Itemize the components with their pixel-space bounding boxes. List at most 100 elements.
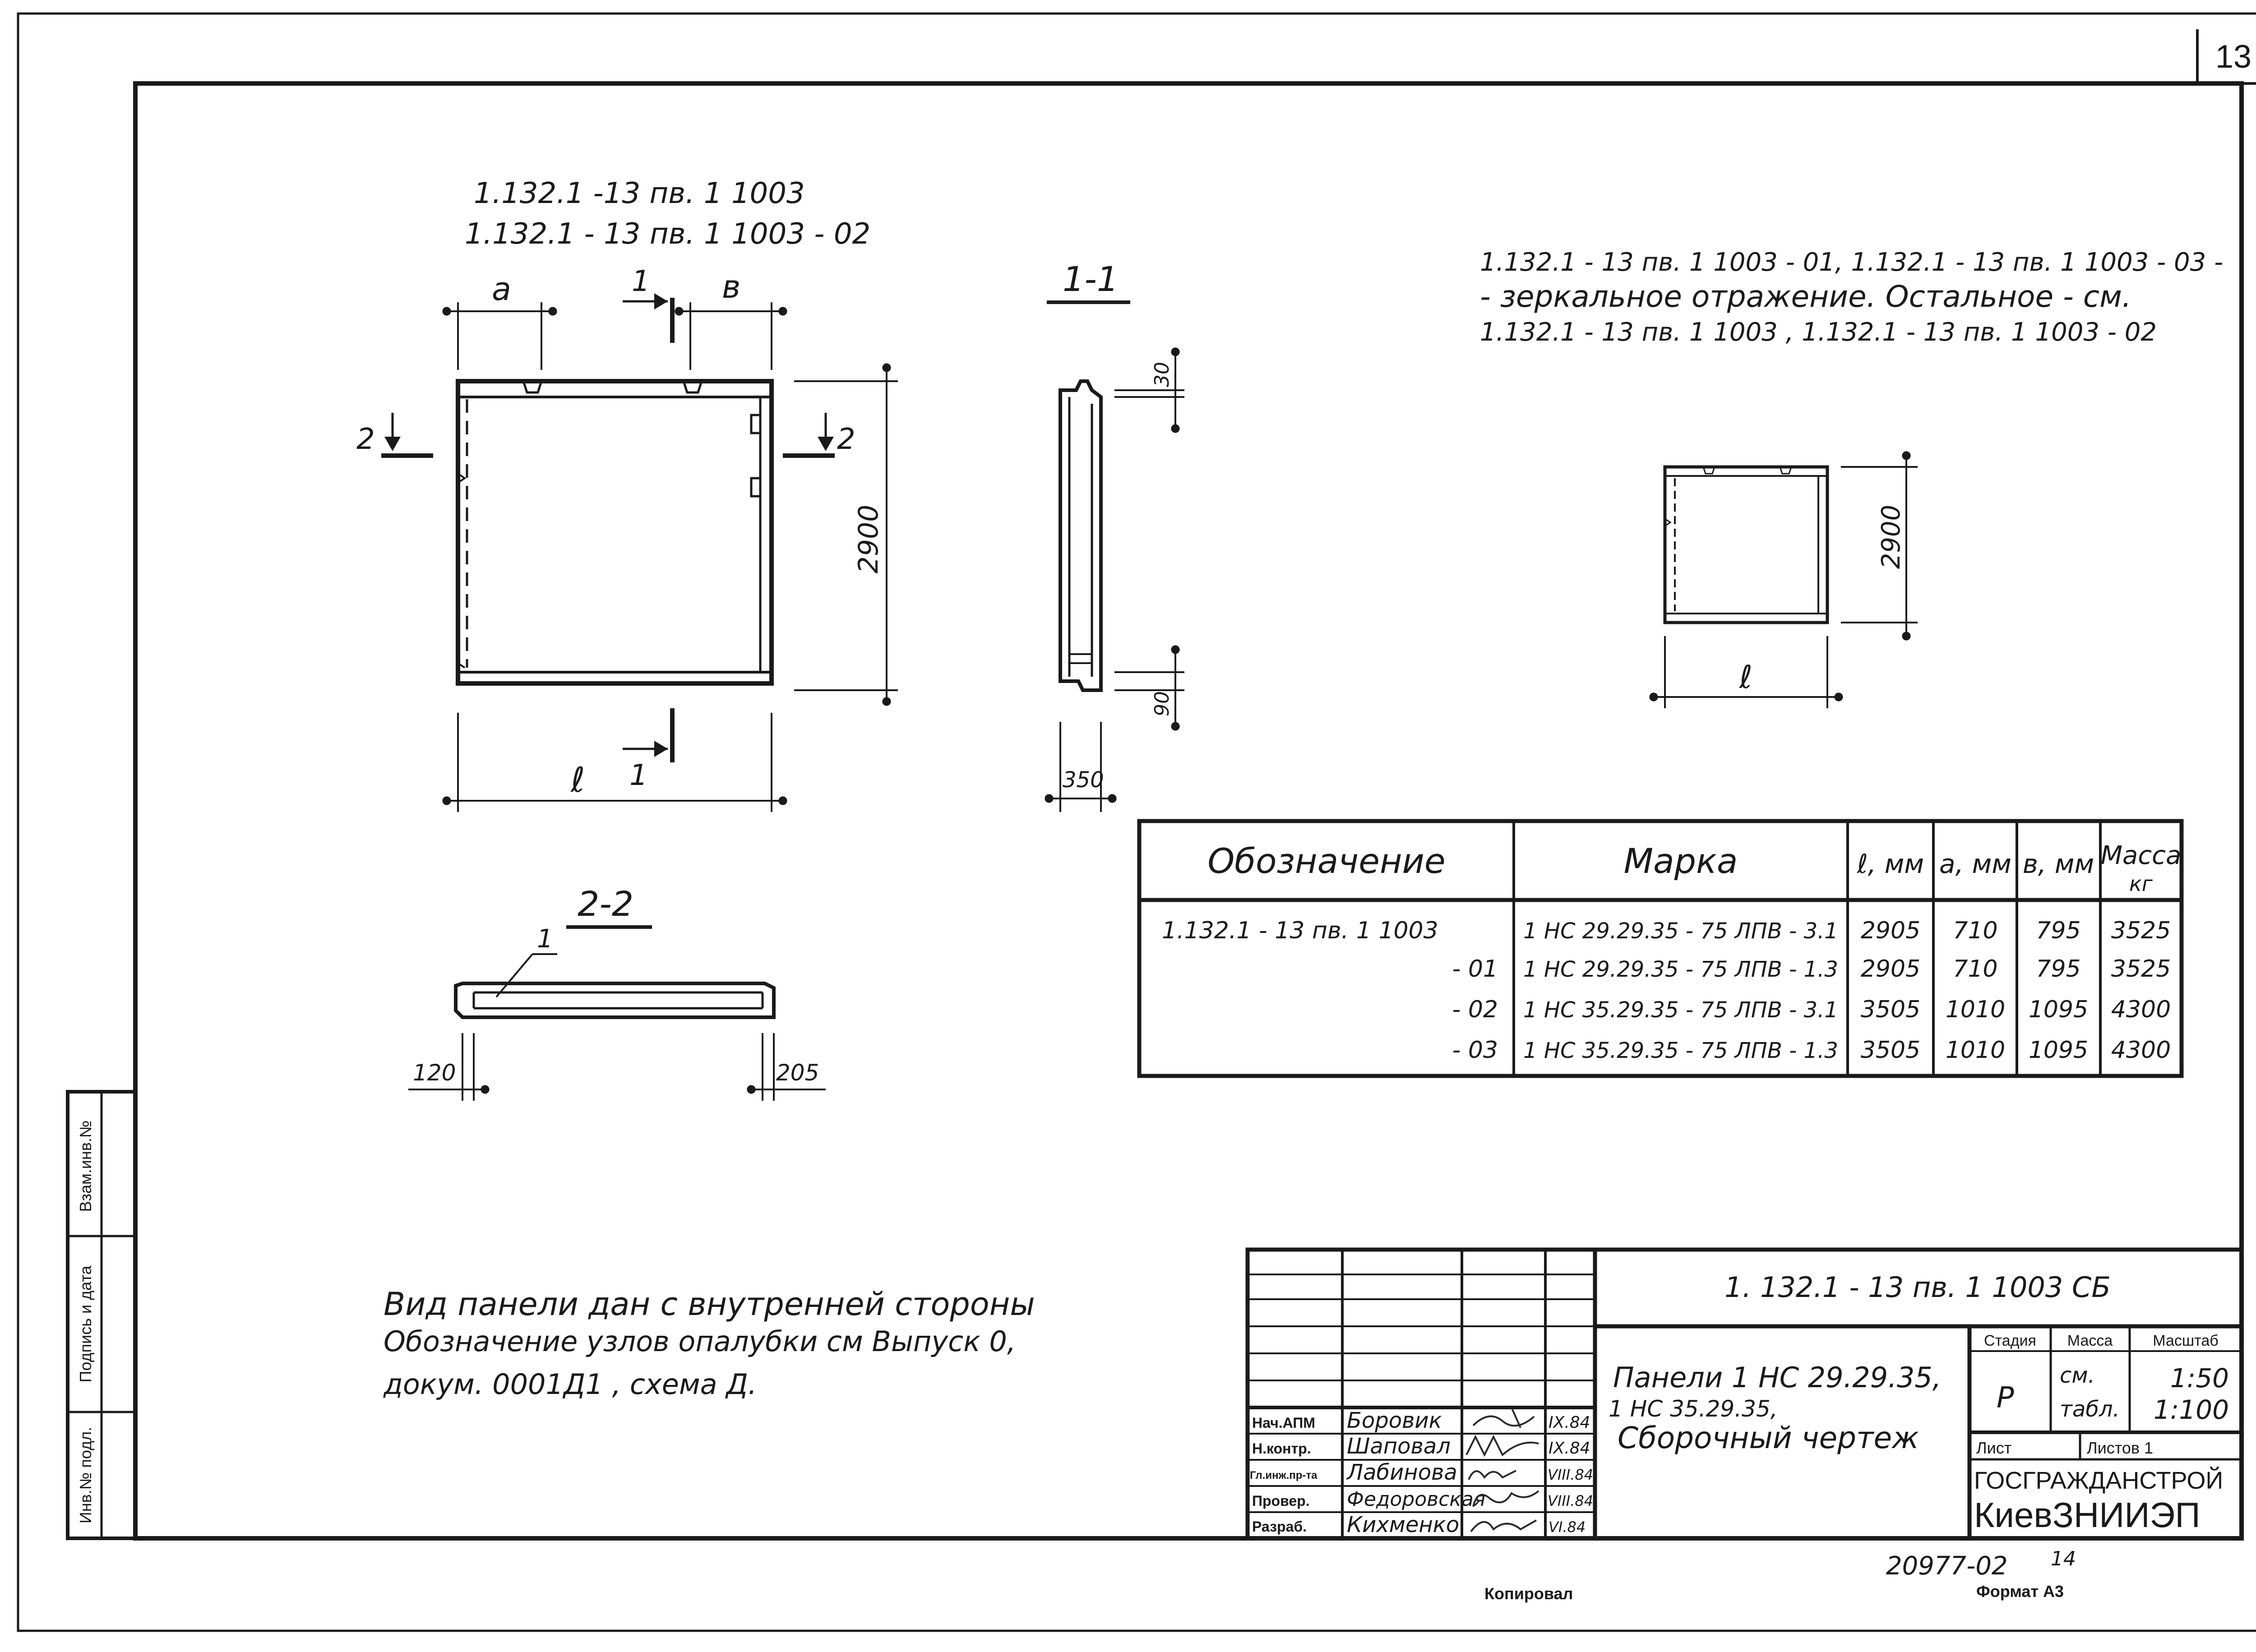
scale-value-2: 1:100 [2154,1394,2229,1425]
spec-header-mass-unit: кг [2129,872,2153,896]
spec-cell-a: 710 [1953,955,1997,983]
spec-header-designation: Обозначение [1207,841,1445,881]
side-strip: Взам.инв.№ Подпись и дата Инв.№ подл. [66,1090,137,1540]
mass-value-line-1: см. [2060,1363,2095,1388]
page-number-box: 13 [2196,29,2256,85]
sheets-label: Листов 1 [2087,1439,2153,1457]
staff-name: Лабинова [1346,1460,1457,1485]
mirror-note: 1.132.1 - 13 пв. 1 1003 - 01, 1.132.1 - … [1480,248,2223,347]
staff-name: Федоровская [1347,1488,1485,1511]
mass-value-line-2: табл. [2060,1397,2120,1422]
section-2-2-title: 2-2 [578,884,633,924]
spec-cell-designation: - 01 [1452,955,1498,983]
signature-icon [1468,1470,1516,1480]
section-1-1-dim-width: 350 [1063,767,1104,793]
staff-date: VIII.84 [1548,1492,1593,1509]
section-1-1-title: 1-1 [1063,259,1119,299]
small-view-dim-l: ℓ [1739,659,1752,696]
spec-cell-mass: 4300 [2111,996,2171,1023]
spec-cell-a: 1010 [1946,1037,2005,1064]
signature-icon [1472,1407,1535,1428]
staff-date: VIII.84 [1548,1466,1593,1483]
spec-cell-mass: 3525 [2111,955,2171,983]
staff-role: Н.контр. [1252,1440,1311,1457]
mirror-note-line-1: 1.132.1 - 13 пв. 1 1003 - 01, 1.132.1 - … [1480,248,2223,277]
small-view: 2900 ℓ [1649,451,1918,708]
note-line-3: докум. 0001Д1 , схема Д. [383,1368,757,1401]
staff-name: Шаповал [1347,1434,1451,1459]
spec-cell-l: 2905 [1861,917,1920,944]
small-panel-outline [1663,465,1829,624]
staff-date: IX.84 [1549,1439,1590,1458]
section-2-mark-left: 2 [356,423,375,456]
dim-b-label: в [722,268,740,305]
section-2-2: 2-2 1 120 205 [408,884,826,1101]
section-1-1-dim-bottom: 90 [1151,691,1174,716]
doc-code: 1. 132.1 - 13 пв. 1 1003 СБ [1724,1271,2111,1304]
section-1-1: 1-1 30 90 350 [1045,259,1184,812]
format-label: Формат А3 [1976,1582,2064,1601]
spec-cell-a: 710 [1953,917,1997,944]
mass-label: Масса [2067,1332,2113,1349]
side-label-replaced-inv: Взам.инв.№ [76,1120,95,1212]
spec-cell-mark: 1 НС 29.29.35 - 75 ЛПВ - 1.3 [1523,957,1838,982]
doc-title-line-3: Сборочный чертеж [1618,1421,1919,1455]
doc-title-line-2: 1 НС 35.29.35, [1609,1396,1778,1422]
spec-cell-l: 2905 [1861,955,1920,983]
staff-date: VI.84 [1549,1518,1586,1536]
spec-cell-designation: 1.132.1 - 13 пв. 1 1003 [1162,917,1438,944]
mirror-note-line-2: - зеркальное отражение. Остальное - см. [1480,279,2131,314]
scale-label: Масштаб [2153,1332,2218,1349]
main-view-designation-2: 1.132.1 - 13 пв. 1 1003 - 02 [465,217,870,251]
section-1-1-profile [1059,379,1103,692]
spec-header-mark: Марка [1624,841,1738,881]
spec-header-a: a, мм [1939,849,2011,879]
spec-cell-l: 3505 [1861,1037,1920,1064]
section-2-2-callout: 1 [537,924,553,954]
signature-icon [1465,1435,1539,1457]
dim-a-label: a [492,271,511,308]
scale-value-1: 1:50 [2170,1363,2229,1394]
spec-header-l: ℓ, мм [1857,849,1924,879]
spec-cell-designation: - 03 [1452,1037,1498,1064]
staff-role: Разраб. [1252,1518,1307,1535]
spec-header-mass: Масса [2101,841,2182,870]
staff-name: Кихменко [1347,1512,1459,1537]
inventory-number: 20977-02 [1886,1551,2008,1581]
table-row: - 03 1 НС 35.29.35 - 75 ЛПВ - 1.3 3505 1… [1452,1037,2171,1064]
spec-cell-a: 1010 [1946,996,2005,1023]
small-view-dim-height: 2900 [1877,505,1906,569]
spec-cell-mark: 1 НС 35.29.35 - 75 ЛПВ - 3.1 [1523,997,1838,1023]
staff-role: Гл.инж.пр-та [1250,1469,1318,1481]
note-line-1: Вид панели дан с внутренней стороны [384,1286,1035,1323]
signature-icon [1472,1490,1539,1507]
panel-outline [456,379,774,686]
spec-header-b: в, мм [2023,849,2094,879]
dim-height-label: 2900 [853,505,884,574]
section-1-mark-top: 1 [632,265,650,298]
spec-cell-mark: 1 НС 29.29.35 - 75 ЛПВ - 3.1 [1523,918,1838,944]
section-2-2-dim-left: 120 [413,1060,456,1086]
spec-cell-designation: - 02 [1452,996,1498,1023]
section-2-2-dim-right: 205 [776,1060,819,1086]
staff-role: Провер. [1252,1493,1310,1509]
spec-cell-b: 795 [2036,917,2080,944]
staff-name: Боровик [1347,1408,1442,1433]
side-label-original-inv: Инв.№ подл. [76,1427,95,1523]
staff-date: IX.84 [1549,1413,1590,1432]
table-row: - 01 1 НС 29.29.35 - 75 ЛПВ - 1.3 2905 7… [1452,955,2171,983]
stage-label: Стадия [1984,1332,2036,1349]
section-1-mark-bottom: 1 [629,759,648,792]
note-line-2: Обозначение узлов опалубки см Выпуск 0, [384,1325,1016,1358]
copied-by-label: Копировал [1484,1584,1573,1603]
spec-cell-b: 795 [2036,955,2080,983]
spec-cell-mass: 3525 [2111,917,2171,944]
sheet-label: Лист [1976,1439,2011,1457]
org-line-2: КиевЗНИИЭП [1974,1495,2201,1535]
spec-table: Обозначение Марка ℓ, мм a, мм в, мм Масс… [1137,819,2184,1078]
org-line-1: ГОСГРАЖДАНСТРОЙ [1974,1467,2223,1494]
staff-row: Провер. Федоровская VIII.84 [1252,1488,1593,1511]
spec-cell-l: 3505 [1861,996,1920,1023]
staff-row: Разраб. Кихменко VI.84 [1252,1512,1586,1537]
title-block: Нач.АПМ Боровик IX.84 Н.контр. Шаповал I… [1245,1247,2244,1541]
